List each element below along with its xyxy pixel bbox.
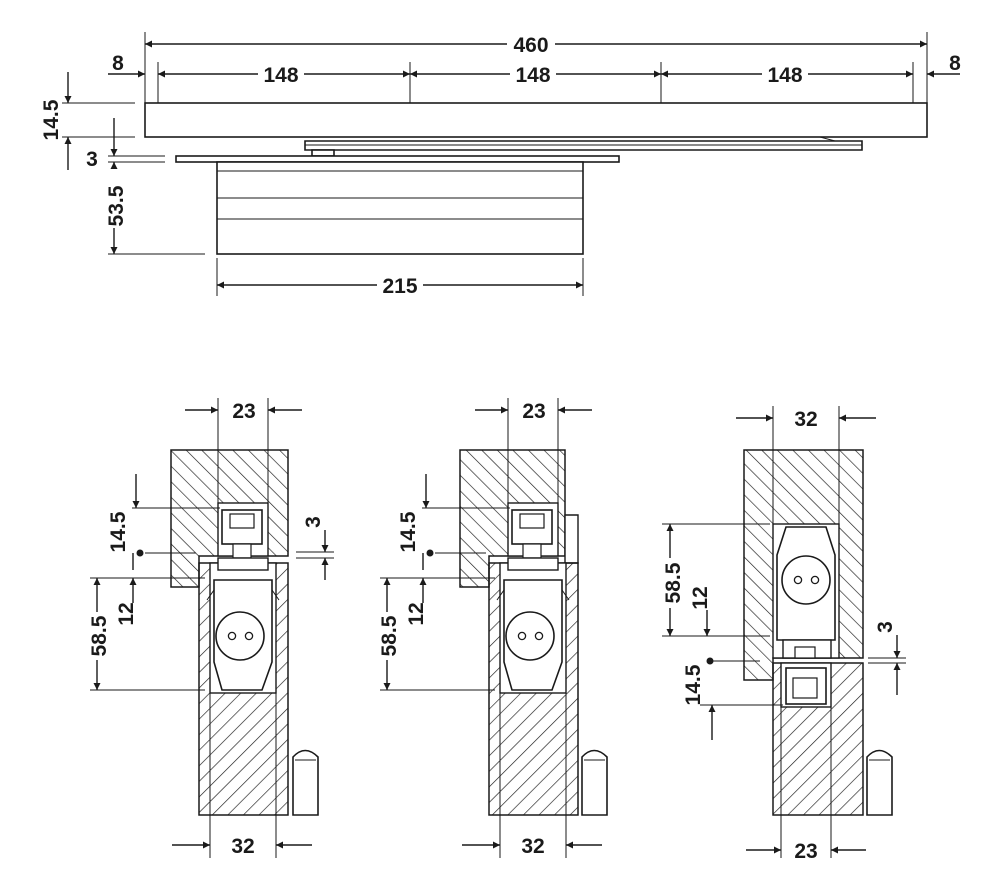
dim-top-width-section-2: 23 (522, 400, 545, 423)
dim-overall-width: 460 (513, 34, 548, 57)
dim-gap: 3 (86, 148, 98, 171)
dim-gap-section-3: 3 (874, 621, 897, 633)
dim-body-height: 53.5 (105, 185, 128, 226)
dim-body-depth-section-2: 58.5 (378, 615, 401, 656)
dim-bottom-width-section-3: 23 (794, 840, 817, 863)
mounting-plate (175, 155, 620, 163)
dim-body-width: 215 (382, 275, 417, 298)
section-2: 23 14.5 58.5 12 32 (378, 398, 608, 858)
dim-top-width-section-1: 23 (232, 400, 255, 423)
hinge-section-1 (292, 749, 319, 816)
dim-rail-depth-section-2: 14.5 (397, 511, 420, 552)
hinge-section-3 (866, 749, 893, 816)
dim-segment-3: 148 (767, 64, 802, 87)
dim-gap-section-1: 3 (302, 516, 325, 528)
door-leaf-section-2 (564, 514, 579, 564)
dim-rail-depth-section-3: 14.5 (682, 664, 705, 705)
dim-bottom-width-section-2: 32 (521, 835, 544, 858)
dim-offset-section-2: 12 (405, 602, 428, 625)
dim-offset-section-3: 12 (689, 586, 712, 609)
top-view: 460 148 148 148 8 8 14.5 (40, 32, 961, 298)
dim-rail-height: 14.5 (40, 99, 63, 140)
dim-rail-depth-section-1: 14.5 (107, 511, 130, 552)
hinge-section-2 (581, 749, 608, 816)
section-1: 23 14.5 3 58.5 12 32 (88, 398, 334, 858)
dim-body-depth-section-1: 58.5 (88, 615, 111, 656)
section-3: 32 58.5 12 3 14.5 23 (662, 406, 906, 863)
dim-segment-1: 148 (263, 64, 298, 87)
dim-right-offset: 8 (949, 52, 961, 75)
dim-top-width-section-3: 32 (794, 408, 817, 431)
dim-segment-2: 148 (515, 64, 550, 87)
closer-body (216, 161, 584, 255)
dim-left-offset: 8 (112, 52, 124, 75)
dim-bottom-width-section-1: 32 (231, 835, 254, 858)
dim-offset-section-1: 12 (115, 602, 138, 625)
dim-body-depth-section-3: 58.5 (662, 562, 685, 603)
slide-rail (144, 102, 928, 138)
